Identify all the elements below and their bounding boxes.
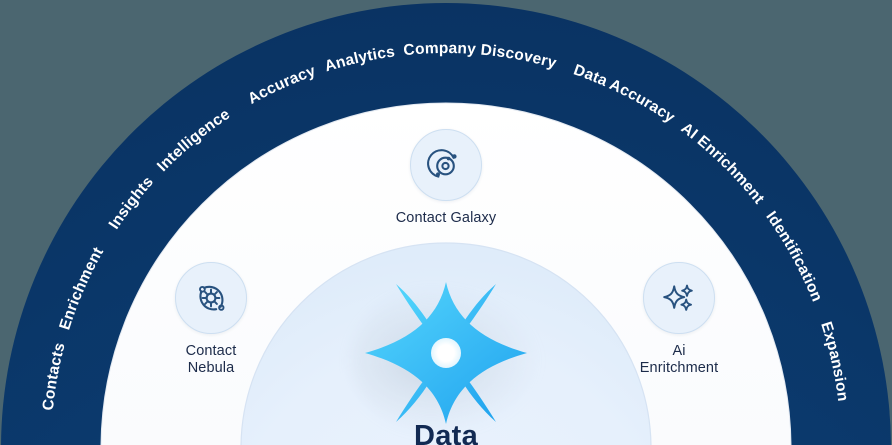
ai-enrichment-icon-circle[interactable] (643, 262, 715, 334)
contact-nebula-icon-circle[interactable] (175, 262, 247, 334)
orbit-galaxy-icon (426, 145, 466, 185)
core-disc-edge (240, 242, 652, 445)
node-contact-nebula[interactable]: Contact Nebula (136, 262, 286, 377)
ai-enrichment-label: Ai Enritchment (639, 343, 719, 376)
contact-galaxy-icon-circle[interactable] (410, 129, 482, 201)
contact-nebula-label: Contact Nebula (185, 343, 237, 376)
sparkles-icon (659, 278, 699, 318)
node-contact-galaxy[interactable]: Contact Galaxy (371, 129, 521, 227)
four-point-star-icon (361, 278, 531, 428)
mid-band-edge (100, 102, 792, 445)
core-label: Data (413, 420, 479, 445)
contact-galaxy-label: Contact Galaxy (395, 210, 497, 226)
node-ai-enrichment[interactable]: Ai Enritchment (604, 262, 754, 377)
core-data-node[interactable]: Data (316, 278, 576, 445)
atom-nebula-icon (191, 278, 231, 318)
